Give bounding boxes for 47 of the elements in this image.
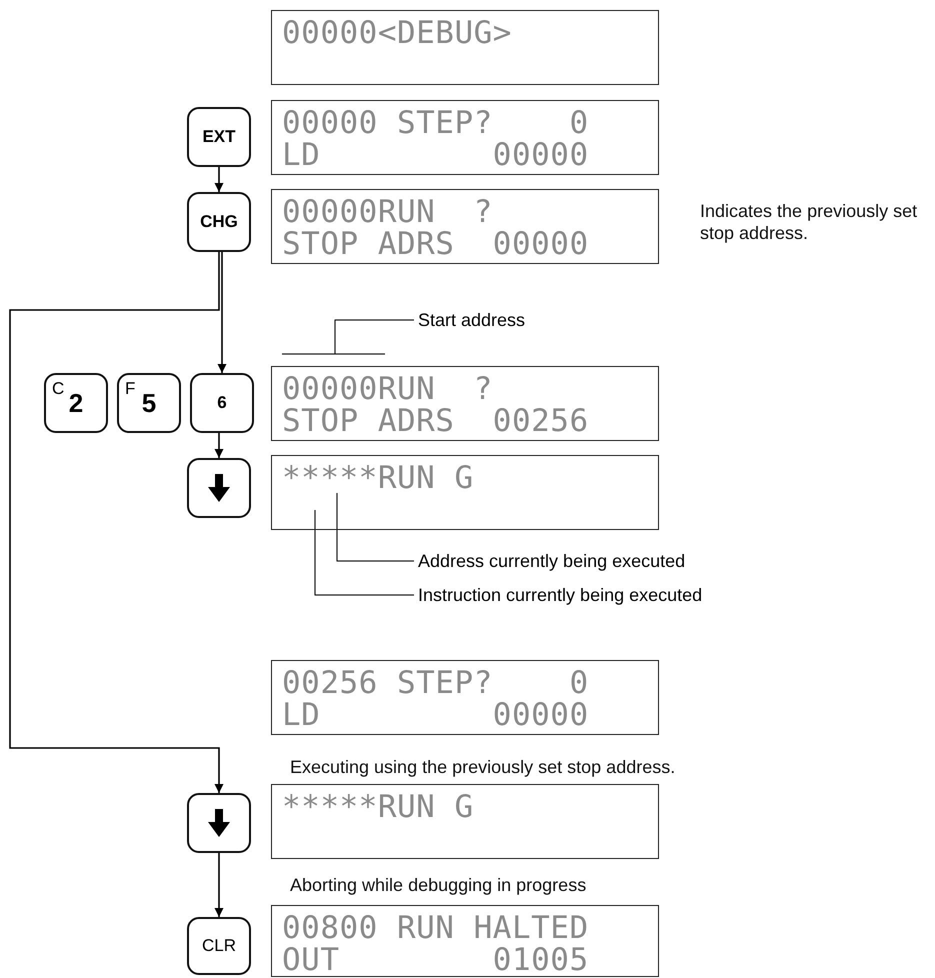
arrow (218, 252, 226, 373)
note-text: Executing using the previously set stop address. (290, 756, 676, 778)
lcd-display (271, 784, 659, 859)
key-button: EXT (187, 107, 251, 167)
display-line: 00256 STEP? 0 (282, 667, 590, 699)
key-label: 5 (142, 388, 156, 418)
key-button: CLR (187, 917, 251, 975)
leader-line (314, 510, 414, 596)
key-button: CHG (187, 192, 251, 252)
shift-label: F (125, 379, 136, 399)
display-line: *****RUN G (282, 791, 475, 823)
key-button (44, 373, 108, 433)
display-line: 00000 STEP? 0 (282, 107, 590, 139)
display-line: LD 00000 (282, 699, 590, 731)
lcd-display (271, 455, 659, 530)
key-button (187, 793, 251, 853)
display-line: *****RUN G (282, 462, 475, 494)
key-label: 2 (68, 388, 84, 418)
lcd-display (271, 189, 659, 264)
display-line: 00000RUN ? (282, 373, 494, 405)
note-text: Indicates the previously set stop address. (700, 200, 918, 244)
shift-label: C (52, 379, 64, 399)
display-line: 00800 RUN HALTED (282, 912, 590, 944)
annotation-text: Address currently being executed (418, 550, 738, 572)
leader-line (336, 492, 414, 562)
arrow (214, 433, 224, 458)
lcd-display (271, 100, 659, 175)
leader-line (282, 320, 414, 354)
key-button (117, 373, 181, 433)
display-line: 00000<DEBUG> (282, 17, 513, 49)
arrow (214, 167, 224, 192)
display-line: STOP ADRS 00256 (282, 405, 590, 437)
lcd-display (271, 366, 659, 441)
arrow (9, 252, 224, 793)
note-text: Aborting while debugging in progress (290, 874, 586, 896)
display-line: OUT 01005 (282, 944, 590, 976)
key-button (187, 458, 251, 518)
arrow (214, 853, 224, 917)
display-line: 00000RUN ? (282, 196, 494, 228)
display-line: STOP ADRS 00000 (282, 228, 590, 260)
lcd-display (271, 10, 659, 85)
lcd-display (271, 660, 659, 735)
lcd-display (271, 905, 659, 977)
display-line: LD 00000 (282, 139, 590, 171)
annotation-text: Instruction currently being executed (418, 584, 758, 606)
annotation-text: Start address (418, 309, 548, 331)
key-button: 6 (190, 373, 254, 433)
